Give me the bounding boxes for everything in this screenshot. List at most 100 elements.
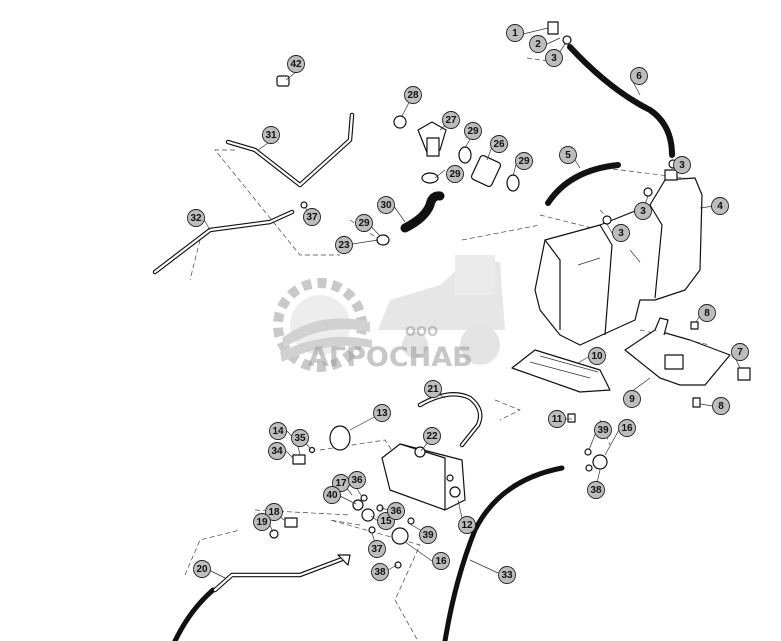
heat-shield-plate: [511, 349, 611, 393]
callout-bubble: [446, 165, 464, 183]
callout-11: 11: [548, 410, 566, 428]
callout-labels: 1233334567889101112131415161617181920212…: [187, 24, 749, 584]
callout-8: 8: [698, 304, 716, 322]
callout-bubble: [458, 516, 476, 534]
callout-19: 19: [253, 513, 271, 531]
callout-number: 10: [591, 351, 603, 362]
callout-bubble: [464, 122, 482, 140]
watermark-company-prefix: ООО: [405, 325, 438, 340]
callout-12: 12: [458, 516, 476, 534]
callout-bubble: [303, 208, 321, 226]
callout-36: 36: [348, 471, 366, 489]
pipes: [152, 112, 355, 593]
callout-3: 3: [673, 156, 691, 174]
callout-bubble: [253, 513, 271, 531]
callout-bubble: [618, 419, 636, 437]
callout-3: 3: [545, 49, 563, 67]
callout-number: 12: [461, 520, 473, 531]
callout-32: 32: [187, 209, 205, 227]
callout-number: 37: [371, 544, 383, 555]
callout-bubble: [559, 146, 577, 164]
callout-number: 8: [718, 401, 724, 412]
callout-37: 37: [368, 540, 386, 558]
callout-2: 2: [529, 35, 547, 53]
callout-29: 29: [515, 152, 533, 170]
callout-33: 33: [498, 566, 516, 584]
harvester-silhouette-icon: [378, 255, 505, 365]
callout-13: 13: [373, 404, 391, 422]
callout-bubble: [594, 421, 612, 439]
callout-number: 38: [374, 567, 386, 578]
callout-number: 16: [621, 423, 633, 434]
callout-number: 37: [306, 212, 318, 223]
callout-bubble: [673, 156, 691, 174]
callout-number: 27: [445, 115, 457, 126]
callout-bubble: [731, 343, 749, 361]
callout-number: 3: [640, 206, 646, 217]
callout-bubble: [348, 471, 366, 489]
callout-number: 17: [335, 478, 347, 489]
watermark: ООО АГРОСНАБ: [273, 255, 505, 373]
callout-number: 3: [551, 53, 557, 64]
callout-bubble: [262, 126, 280, 144]
fittings: [269, 21, 751, 569]
callout-number: 20: [196, 564, 208, 575]
callout-31: 31: [262, 126, 280, 144]
callout-bubble: [712, 397, 730, 415]
callout-bubble: [419, 526, 437, 544]
callout-bubble: [287, 55, 305, 73]
callout-number: 29: [358, 218, 370, 229]
callout-bubble: [548, 410, 566, 428]
hose-5: [545, 162, 621, 206]
callout-bubble: [268, 442, 286, 460]
callout-bubble: [442, 111, 460, 129]
callout-39: 39: [419, 526, 437, 544]
callout-bubble: [368, 540, 386, 558]
callout-number: 19: [256, 517, 268, 528]
callout-bubble: [623, 390, 641, 408]
callout-number: 3: [679, 160, 685, 171]
callout-26: 26: [490, 135, 508, 153]
callout-16: 16: [432, 552, 450, 570]
callout-40: 40: [323, 486, 341, 504]
callout-number: 29: [449, 169, 461, 180]
callout-27: 27: [442, 111, 460, 129]
callout-bubble: [335, 236, 353, 254]
callout-number: 22: [426, 431, 438, 442]
callout-3: 3: [634, 202, 652, 220]
callout-bubble: [587, 481, 605, 499]
callout-bubble: [634, 202, 652, 220]
callout-number: 4: [717, 201, 723, 212]
callout-bubble: [432, 552, 450, 570]
callout-number: 21: [427, 384, 439, 395]
callout-29: 29: [464, 122, 482, 140]
callout-number: 23: [338, 240, 350, 251]
callout-39: 39: [594, 421, 612, 439]
callout-29: 29: [446, 165, 464, 183]
callout-number: 9: [629, 394, 635, 405]
callout-28: 28: [404, 86, 422, 104]
callout-bubble: [323, 486, 341, 504]
callout-3: 3: [612, 224, 630, 242]
callout-4: 4: [711, 197, 729, 215]
callout-30: 30: [377, 196, 395, 214]
callout-22: 22: [423, 427, 441, 445]
hose-33: [442, 465, 565, 641]
callout-number: 15: [380, 516, 392, 527]
callout-number: 1: [512, 28, 518, 39]
callout-number: 42: [290, 59, 302, 70]
callout-number: 11: [552, 414, 563, 425]
callout-42: 42: [287, 55, 305, 73]
callout-number: 5: [565, 150, 571, 161]
callout-number: 30: [380, 200, 392, 211]
callout-bubble: [377, 196, 395, 214]
callout-number: 8: [704, 308, 710, 319]
callout-6: 6: [630, 67, 648, 85]
callout-number: 36: [351, 475, 363, 486]
hoses: [172, 44, 675, 641]
callout-21: 21: [424, 380, 442, 398]
callout-bubble: [424, 380, 442, 398]
callout-bubble: [187, 209, 205, 227]
hose-21: [417, 392, 483, 448]
